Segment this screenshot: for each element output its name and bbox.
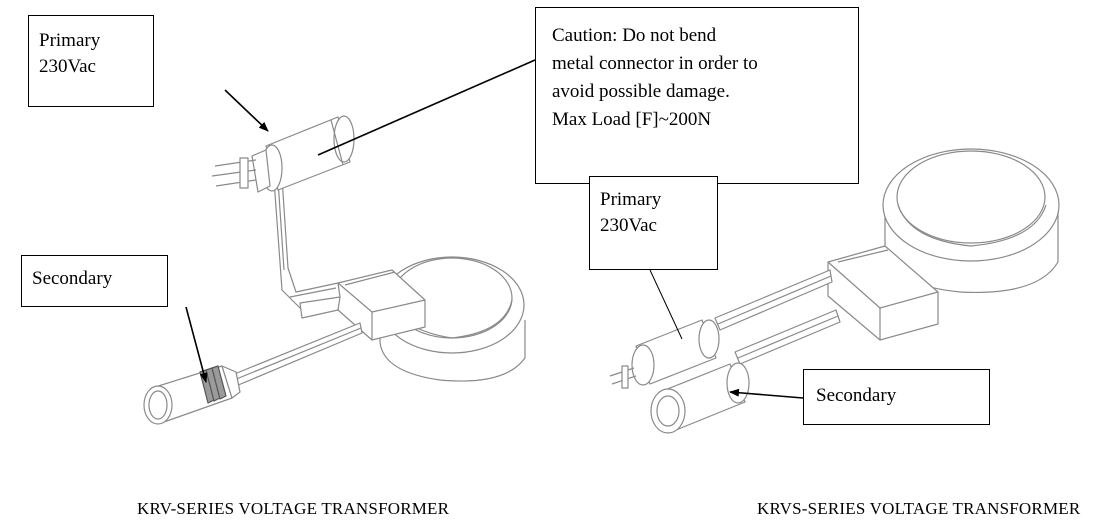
callout-line: Max Load [F]~200N — [552, 109, 712, 130]
callout-caution: Caution: Do not bend metal connector in … — [535, 7, 859, 184]
krvs-secondary-connector — [650, 362, 750, 434]
krv-secondary-cable — [231, 296, 363, 387]
callout-line: Primary — [39, 30, 101, 51]
leader-caution — [317, 59, 536, 156]
krvs-transformer — [609, 148, 1060, 434]
callout-line: avoid possible damage. — [552, 81, 730, 102]
krv-bent-conduit — [273, 177, 341, 309]
callout-primary-right: Primary 230Vac — [589, 176, 718, 270]
callout-secondary-right: Secondary — [803, 369, 990, 425]
callout-secondary-left: Secondary — [21, 255, 168, 307]
krvs-twin-cables — [714, 269, 841, 365]
callout-line: Caution: Do not bend — [552, 25, 717, 46]
caption-krvs: KRVS-SERIES VOLTAGE TRANSFORMER — [757, 499, 1081, 518]
callout-line: 230Vac — [600, 215, 657, 236]
callout-line: Secondary — [816, 385, 897, 406]
krvs-primary-connector — [609, 319, 720, 389]
krv-primary-connector — [211, 115, 355, 193]
callout-line: 230Vac — [39, 56, 96, 77]
callout-primary-left: Primary 230Vac — [28, 15, 154, 107]
leader-secondary-left — [185, 306, 208, 383]
leader-primary-right — [649, 269, 683, 340]
leader-lines — [185, 59, 804, 399]
krvs-housing — [882, 148, 1060, 294]
leader-primary-left — [224, 89, 269, 132]
callout-line: Secondary — [32, 268, 113, 289]
krv-secondary-plug — [143, 365, 241, 425]
caption-krv: KRV-SERIES VOLTAGE TRANSFORMER — [137, 499, 450, 518]
callout-line: metal connector in order to — [552, 53, 758, 74]
krvs-bracket — [827, 245, 939, 341]
krv-transformer — [143, 115, 526, 425]
leader-secondary-right — [729, 388, 804, 399]
callout-line: Primary — [600, 189, 662, 210]
